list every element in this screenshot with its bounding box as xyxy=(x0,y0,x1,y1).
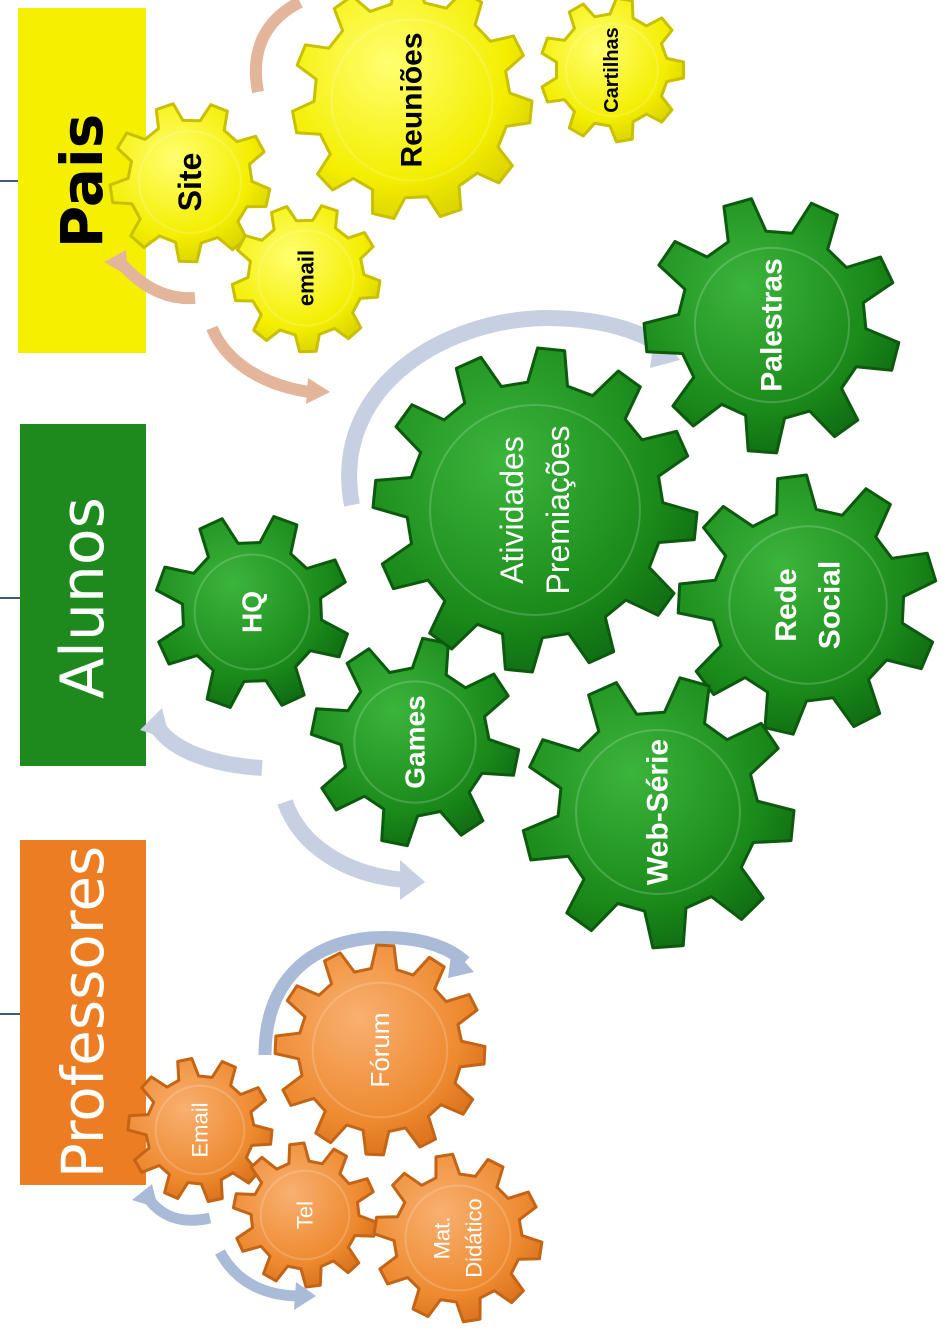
tel-label: Tel xyxy=(293,1201,318,1229)
email-pais-label: email xyxy=(294,250,319,306)
reunioes-gear: Reuniões xyxy=(291,0,534,221)
rede-social-label-1: Rede xyxy=(770,568,803,641)
palestras-label: Palestras xyxy=(756,258,789,391)
hq-label: HQ xyxy=(237,591,268,633)
tel-gear: Tel xyxy=(231,1141,379,1289)
email-pais-gear: email xyxy=(230,204,382,354)
atividades-label-1: Atividades xyxy=(494,436,530,584)
reunioes-label: Reuniões xyxy=(396,32,429,167)
games-label: Games xyxy=(400,695,431,788)
pais-arrow-top xyxy=(249,0,303,94)
hq-gear: HQ xyxy=(155,515,349,709)
atividades-label-2: Premiações xyxy=(540,426,576,595)
alunos-title: Alunos xyxy=(48,497,118,699)
palestras-gear: Palestras xyxy=(642,197,901,455)
email-prof-label: Email xyxy=(188,1102,213,1157)
cycle-arrows xyxy=(104,0,680,1310)
alunos-arrow-bottom xyxy=(277,799,425,900)
mat-didatico-gear: Mat.Didático xyxy=(372,1152,544,1324)
rede-social-label-2: Social xyxy=(813,561,846,649)
pais-title: Pais xyxy=(48,114,116,249)
games-gear: Games xyxy=(309,636,521,848)
alunos-arrow-left xyxy=(140,708,263,776)
mat-didatico-label-1: Mat. xyxy=(430,1217,455,1260)
forum-gear: Fórum xyxy=(273,943,487,1157)
atividades-gear: Atividades Premiações xyxy=(371,346,699,674)
site-gear: Site xyxy=(108,102,272,264)
web-serie-gear: Web-Série xyxy=(521,676,796,950)
professores-arrow-bottom xyxy=(215,1249,316,1310)
forum-label: Fórum xyxy=(365,1012,395,1087)
professores-bar: Professores xyxy=(20,840,146,1185)
alunos-bar: Alunos xyxy=(20,424,146,766)
web-serie-label: Web-Série xyxy=(642,739,675,885)
site-label: Site xyxy=(172,153,208,212)
cartilhas-label: Cartilhas xyxy=(601,27,623,113)
pais-arrow-bottom xyxy=(206,325,330,404)
rede-social-gear: Rede Social xyxy=(676,473,938,736)
cartilhas-gear: Cartilhas xyxy=(540,0,686,144)
mat-didatico-label-2: Didático xyxy=(461,1198,486,1277)
pais-arrow-left xyxy=(104,250,196,305)
email-prof-gear: Email xyxy=(126,1057,274,1203)
professores-title: Professores xyxy=(49,846,117,1179)
professores-arrow-left xyxy=(132,1184,212,1226)
professores-arrow-top xyxy=(258,931,474,1056)
